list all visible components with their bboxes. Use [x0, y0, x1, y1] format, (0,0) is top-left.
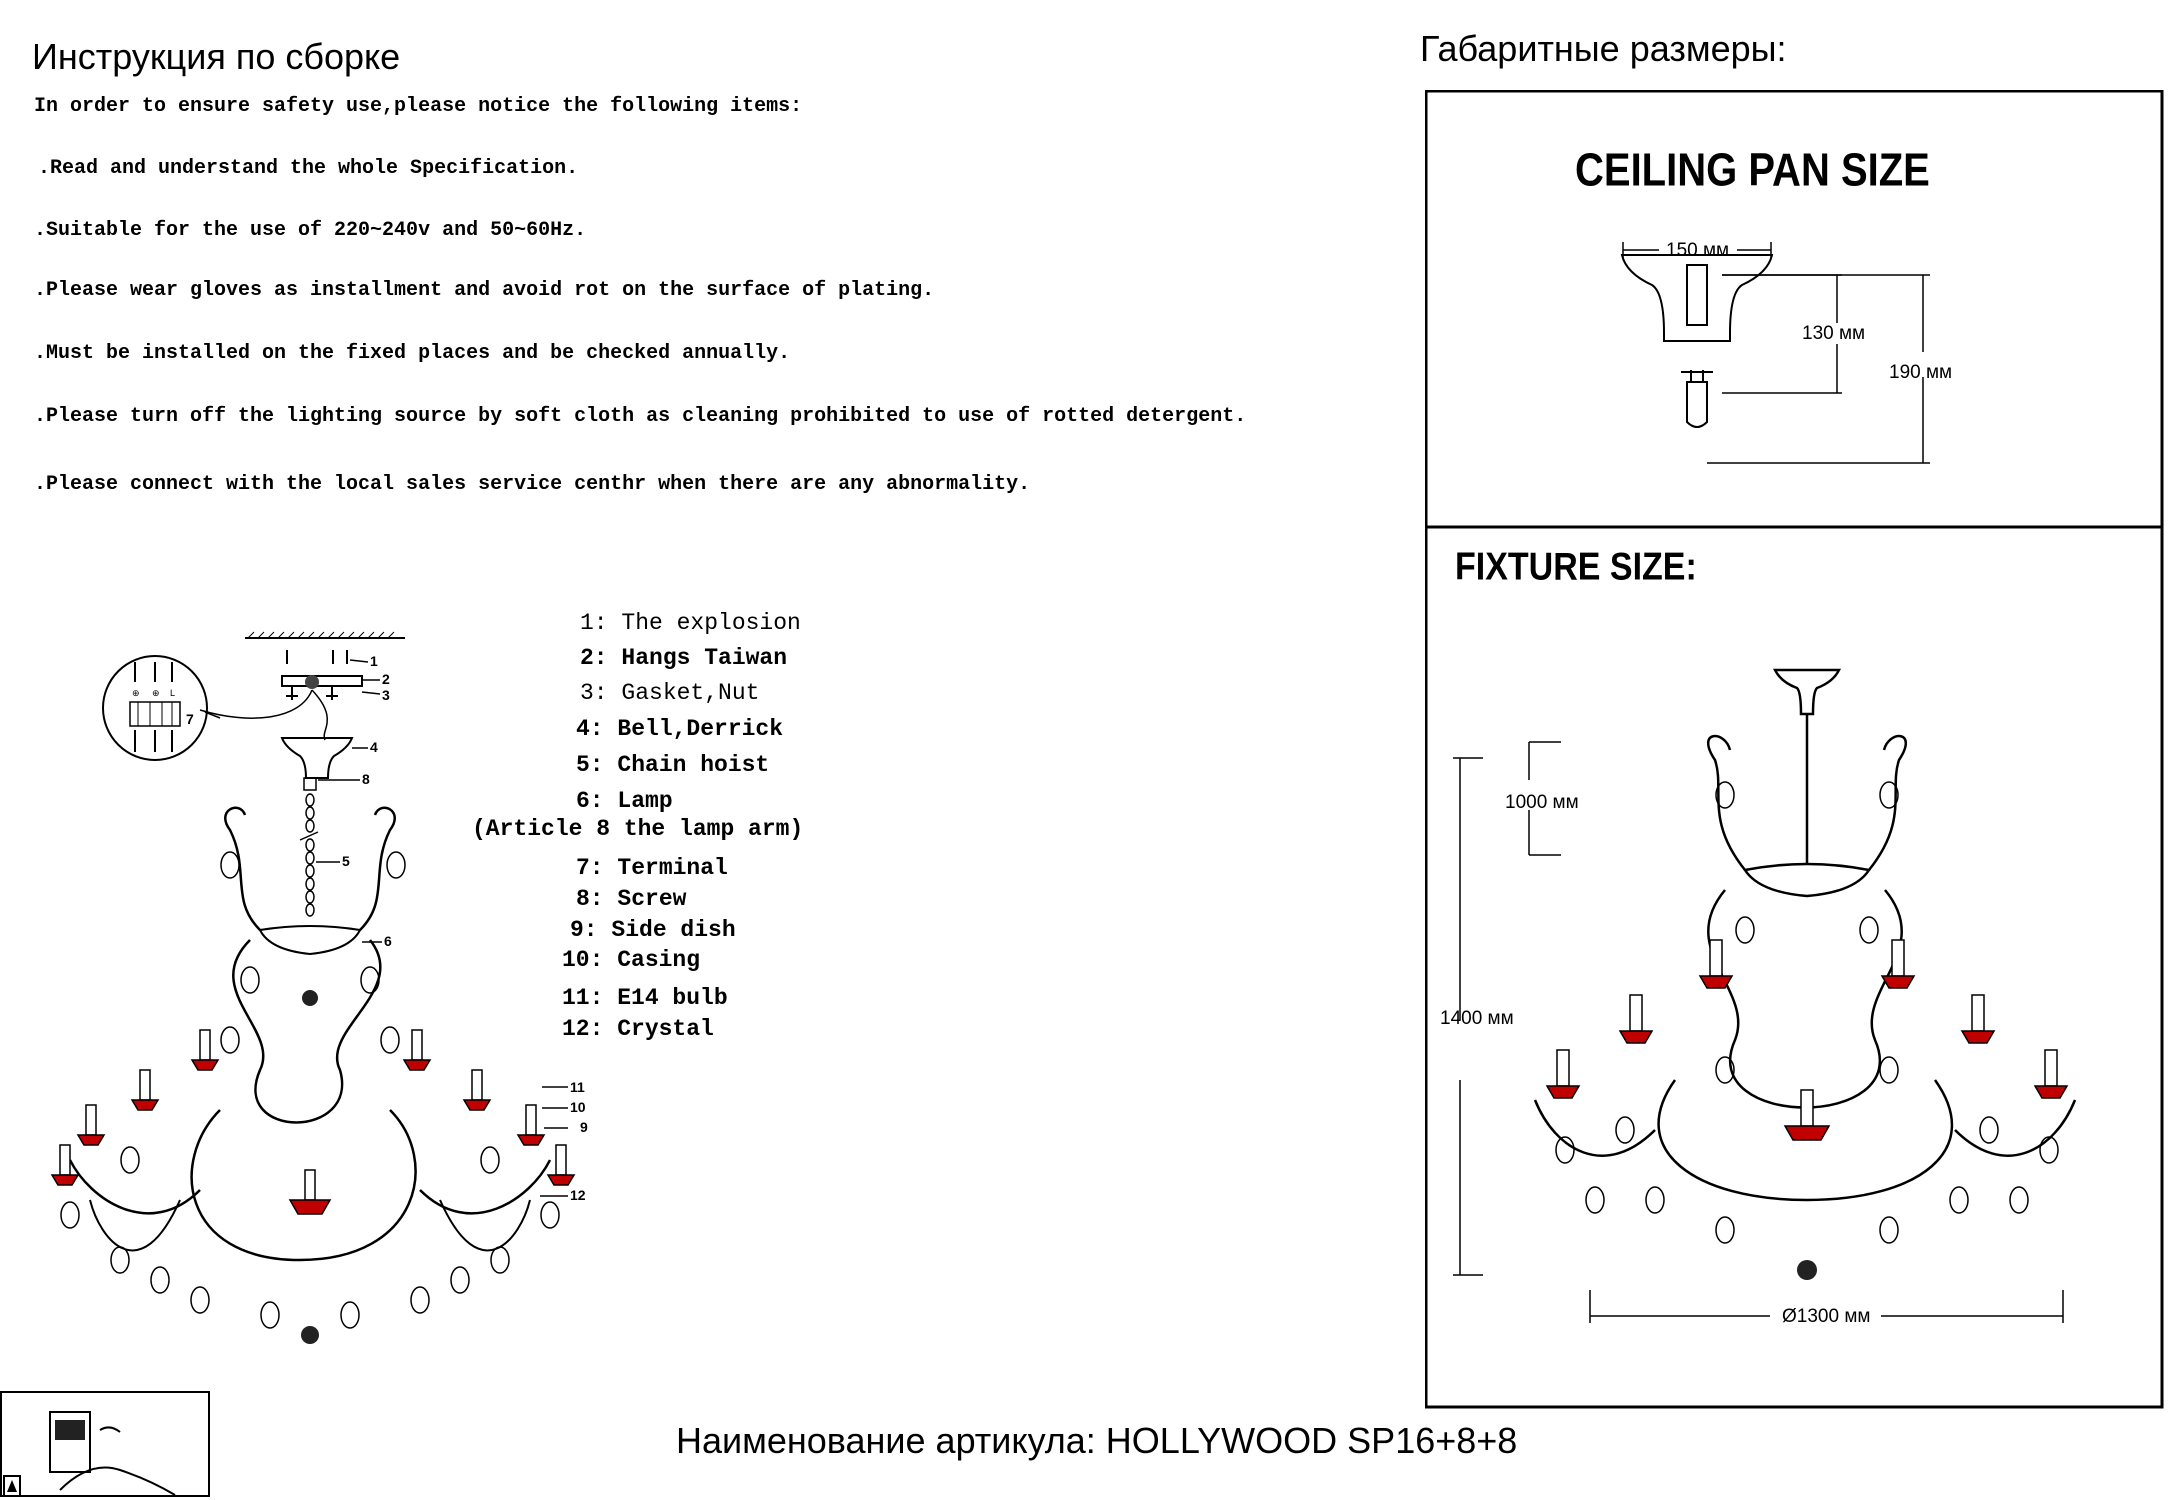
legend-item: 6: Lamp [576, 788, 673, 814]
legend-item: 1: The explosion [580, 610, 801, 636]
note-item: .Suitable for the use of 220~240v and 50… [34, 219, 587, 242]
part-number: 9 [580, 1119, 588, 1135]
note-item: .Must be installed on the fixed places a… [34, 342, 791, 365]
part-number: 4 [370, 739, 378, 755]
exploded-chandelier-diagram: ⊕ ⊕ L [50, 631, 588, 1344]
legend-item: 9: Side dish [570, 917, 736, 943]
legend-item: 4: Bell,Derrick [576, 716, 784, 742]
assembly-title: Инструкция по сборке [32, 36, 401, 77]
ceiling-pan-height-inner: 130 мм [1802, 323, 1866, 344]
legend-item: 2: Hangs Taiwan [580, 645, 788, 671]
part-number: 3 [382, 687, 390, 703]
part-number: 2 [382, 671, 390, 687]
legend-item: 3: Gasket,Nut [580, 680, 760, 706]
fixture-height: 1400 мм [1440, 1008, 1514, 1029]
note-intro: In order to ensure safety use,please not… [34, 95, 803, 118]
part-number: 8 [362, 771, 370, 787]
cleaning-warning-icon [0, 1391, 210, 1497]
part-number: 11 [570, 1079, 585, 1095]
part-number: 1 [370, 653, 378, 669]
part-number: 10 [570, 1099, 586, 1115]
note-item: .Read and understand the whole Specifica… [38, 157, 579, 180]
dimensions-panel [1425, 90, 2164, 1409]
legend-item: 5: Chain hoist [576, 752, 770, 778]
fixture-heading: FIXTURE SIZE: [1455, 545, 1697, 589]
ceiling-pan-height-total: 190 мм [1889, 362, 1953, 383]
fixture-diameter: Ø1300 мм [1782, 1306, 1871, 1327]
note-item: .Please wear gloves as installment and a… [34, 279, 935, 302]
legend-item: 11: E14 bulb [562, 985, 728, 1011]
terminal-label: ⊕ [132, 688, 140, 698]
legend-item: 7: Terminal [576, 855, 728, 881]
legend-item: 10: Casing [562, 947, 701, 973]
note-item: .Please turn off the lighting source by … [34, 405, 1247, 428]
terminal-label: ⊕ [152, 688, 160, 698]
ceiling-pan-width: 150 мм [1666, 240, 1730, 261]
legend-item: 8: Screw [576, 886, 687, 912]
part-number: 6 [384, 933, 392, 949]
terminal-label: L [170, 688, 175, 698]
note-item: .Please connect with the local sales ser… [34, 473, 1031, 496]
article-name: Наименование артикула: HOLLYWOOD SP16+8+… [676, 1420, 1518, 1461]
legend-item: 12: Crystal [562, 1016, 714, 1042]
dimensions-title: Габаритные размеры: [1420, 28, 1787, 69]
part-number: 7 [186, 711, 194, 727]
legend-item: (Article 8 the lamp arm) [472, 816, 804, 842]
part-number: 5 [342, 853, 350, 869]
fixture-chain-length: 1000 мм [1505, 792, 1579, 813]
ceiling-pan-heading: CEILING PAN SIZE [1575, 145, 1930, 196]
part-number: 12 [570, 1187, 586, 1203]
